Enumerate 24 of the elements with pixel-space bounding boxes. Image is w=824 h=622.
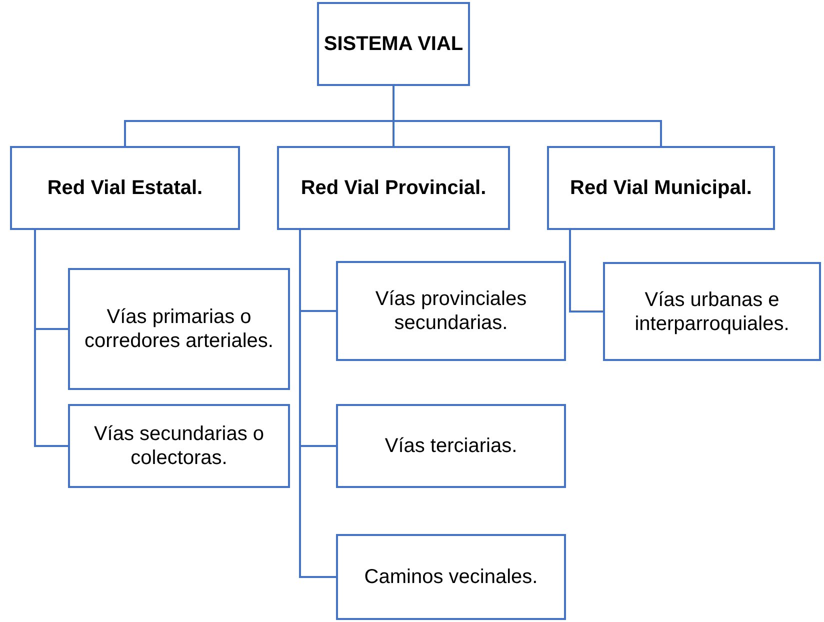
item-box (336, 404, 566, 488)
item-box (68, 268, 290, 390)
box-label: Red Vial Provincial. (300, 176, 486, 200)
box-label: Vías urbanas e interparroquiales. (634, 288, 790, 336)
box-label: Vías provinciales secundarias. (374, 287, 528, 335)
category-box (10, 146, 240, 230)
box-label: Vías terciarias. (384, 434, 518, 458)
category-box (547, 146, 775, 230)
connector-line (34, 230, 68, 447)
connector-line (299, 230, 336, 578)
box-label: Caminos vecinales. (364, 565, 538, 589)
item-box (603, 262, 821, 361)
connector-line (569, 230, 603, 312)
category-box (277, 146, 510, 230)
item-box (336, 534, 566, 620)
box-label: Vías primarias o corredores arteriales. (84, 305, 274, 353)
box-label: Red Vial Estatal. (47, 176, 203, 200)
box-label: SISTEMA VIAL (324, 32, 464, 56)
root-box (317, 2, 470, 86)
item-box (336, 261, 566, 361)
item-box (68, 404, 290, 488)
box-label: Red Vial Municipal. (570, 176, 752, 200)
box-label: Vías secundarias o colectoras. (92, 422, 266, 470)
connector-line (392, 86, 662, 146)
